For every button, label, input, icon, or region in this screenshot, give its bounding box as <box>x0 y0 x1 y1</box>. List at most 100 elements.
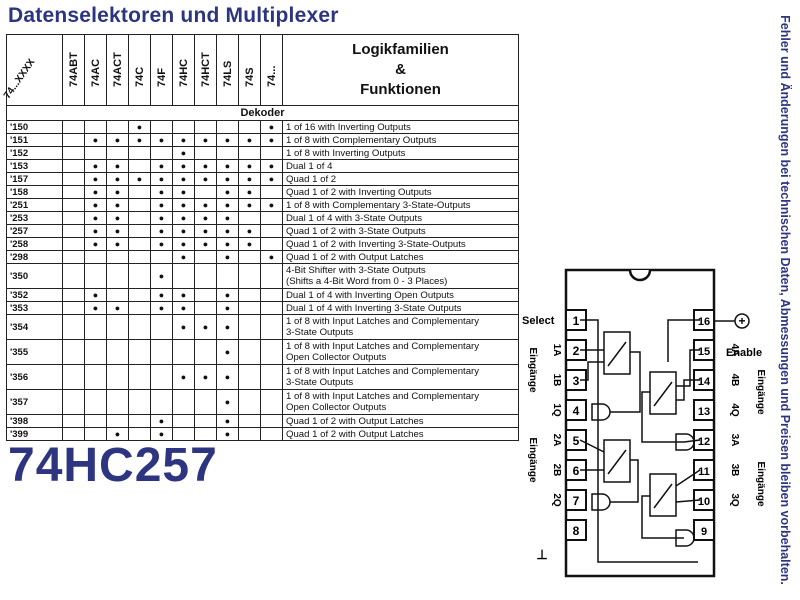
inner-pin-label: 2B <box>551 464 562 477</box>
availability-dot-icon: ● <box>268 252 275 262</box>
inner-pin-label: 3A <box>729 434 740 447</box>
availability-dot-icon: ● <box>180 135 187 145</box>
inner-pin-label: 3Q <box>729 493 740 507</box>
availability-cell: ● <box>106 211 129 225</box>
and-gate <box>675 433 695 451</box>
pin-number: 16 <box>698 316 710 328</box>
part-code: '356 <box>6 364 63 390</box>
availability-cell: ● <box>238 224 261 238</box>
table-row: '350●4-Bit Shifter with 3-State Outputs(… <box>6 263 519 289</box>
function-cell: Quad 1 of 2 with Inverting 3-State-Outpu… <box>282 237 519 251</box>
code-header-text: 74...XXXX <box>1 56 38 101</box>
select-label: Select <box>522 315 555 327</box>
function-text: Dual 1 of 4 <box>286 160 333 172</box>
availability-dot-icon: ● <box>224 416 231 426</box>
availability-dot-icon: ● <box>158 271 165 281</box>
availability-cell <box>62 364 85 390</box>
availability-cell <box>128 314 151 340</box>
availability-dot-icon: ● <box>224 174 231 184</box>
availability-cell <box>106 364 129 390</box>
availability-dot-icon: ● <box>92 200 99 210</box>
availability-cell: ● <box>106 133 129 147</box>
availability-cell: ● <box>172 224 195 238</box>
availability-cell <box>238 339 261 365</box>
function-text-line2: 3-State Outputs <box>286 327 354 338</box>
and-gate <box>675 529 695 547</box>
availability-cell <box>260 427 283 441</box>
availability-dot-icon: ● <box>180 200 187 210</box>
ground-icon: ⊥ <box>536 547 547 562</box>
page-title: Datenselektoren und Multiplexer <box>8 4 339 27</box>
availability-dot-icon: ● <box>92 213 99 223</box>
availability-cell: ● <box>150 414 173 428</box>
wire <box>667 319 700 362</box>
availability-cell <box>150 389 173 415</box>
function-cell: Quad 1 of 2 <box>282 172 519 186</box>
availability-cell <box>260 364 283 390</box>
availability-dot-icon: ● <box>224 290 231 300</box>
availability-cell: ● <box>150 224 173 238</box>
availability-cell <box>62 133 85 147</box>
availability-cell <box>260 224 283 238</box>
function-text: 4-Bit Shifter with 3-State Outputs <box>286 265 426 276</box>
part-code: '350 <box>6 263 63 289</box>
availability-dot-icon: ● <box>114 429 121 439</box>
availability-cell: ● <box>216 198 239 212</box>
availability-dot-icon: ● <box>224 303 231 313</box>
availability-cell <box>238 364 261 390</box>
availability-cell: ● <box>216 414 239 428</box>
family-column-header: 74S <box>238 34 261 106</box>
availability-cell: ● <box>106 159 129 173</box>
availability-cell <box>62 314 85 340</box>
part-code: '152 <box>6 146 63 160</box>
availability-cell: ● <box>238 159 261 173</box>
and-gate <box>591 403 611 421</box>
availability-dot-icon: ● <box>92 290 99 300</box>
function-text: 1 of 8 with Complementary Outputs <box>286 134 437 146</box>
availability-cell: ● <box>216 237 239 251</box>
availability-cell: ● <box>150 301 173 315</box>
availability-cell: ● <box>172 146 195 160</box>
availability-cell: ● <box>106 237 129 251</box>
availability-dot-icon: ● <box>268 135 275 145</box>
function-column-header: Logikfamilien & Funktionen <box>282 34 519 106</box>
availability-cell: ● <box>194 159 217 173</box>
family-column-header: 74LS <box>216 34 239 106</box>
availability-dot-icon: ● <box>180 372 187 382</box>
wire <box>675 499 701 503</box>
inner-pin-label: 1A <box>551 344 562 357</box>
wire <box>579 439 605 453</box>
availability-dot-icon: ● <box>136 122 143 132</box>
availability-cell <box>260 301 283 315</box>
availability-dot-icon: ● <box>202 174 209 184</box>
availability-cell <box>216 120 239 134</box>
availability-cell: ● <box>128 133 151 147</box>
availability-cell <box>62 185 85 199</box>
availability-cell: ● <box>216 185 239 199</box>
availability-dot-icon: ● <box>114 161 121 171</box>
availability-dot-icon: ● <box>114 200 121 210</box>
availability-cell <box>128 414 151 428</box>
function-text: Quad 1 of 2 with Output Latches <box>286 428 424 440</box>
table-row: '399●●●Quad 1 of 2 with Output Latches <box>6 427 519 441</box>
availability-dot-icon: ● <box>224 397 231 407</box>
part-code: '150 <box>6 120 63 134</box>
part-code: '158 <box>6 185 63 199</box>
function-text-line2: Open Collector Outputs <box>286 352 387 363</box>
availability-cell: ● <box>194 211 217 225</box>
availability-cell <box>62 339 85 365</box>
availability-dot-icon: ● <box>114 226 121 236</box>
availability-cell <box>106 389 129 415</box>
availability-cell: ● <box>260 159 283 173</box>
availability-cell <box>260 185 283 199</box>
availability-cell <box>216 146 239 160</box>
availability-dot-icon: ● <box>92 135 99 145</box>
availability-cell <box>128 224 151 238</box>
availability-cell: ● <box>216 133 239 147</box>
function-text-line2: 3-State Outputs <box>286 377 354 388</box>
availability-cell: ● <box>84 211 107 225</box>
family-column-header: 74AC <box>84 34 107 106</box>
part-code: '352 <box>6 288 63 302</box>
availability-cell <box>128 211 151 225</box>
wire <box>580 319 698 563</box>
